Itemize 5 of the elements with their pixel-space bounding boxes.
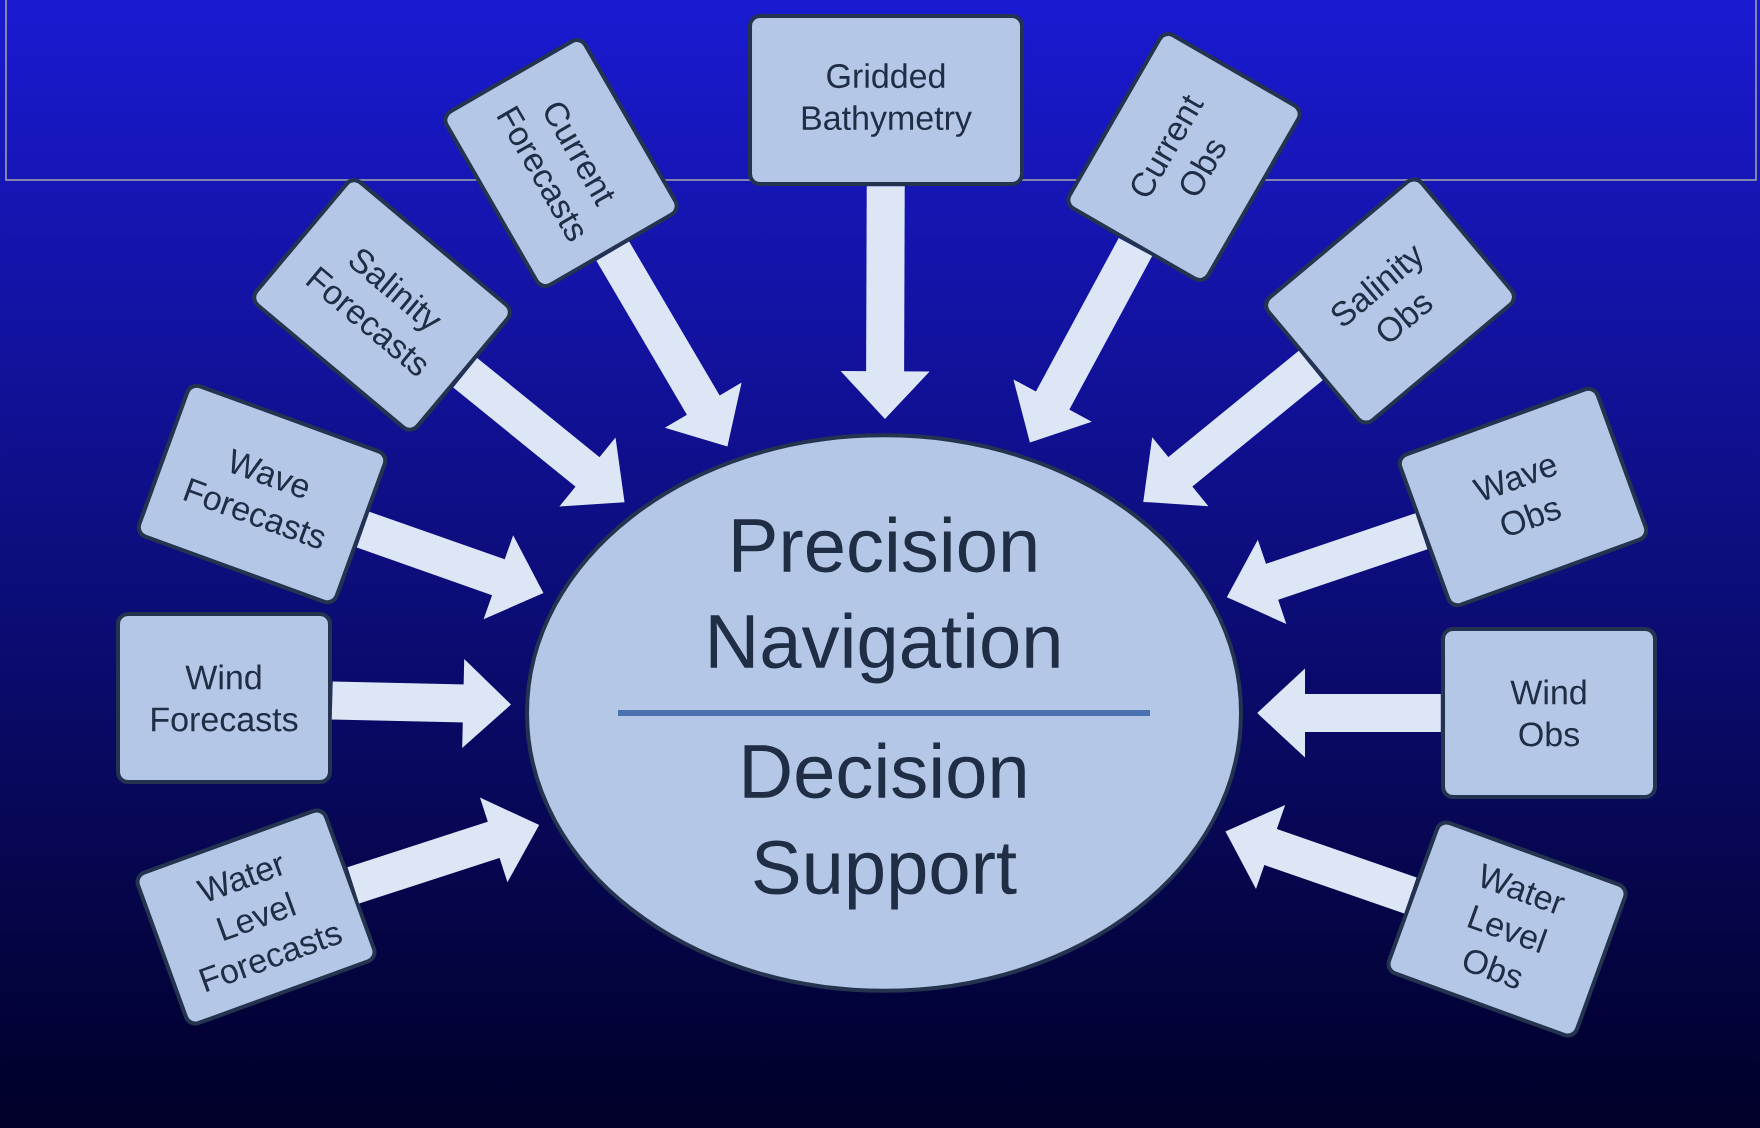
source-box: Gridded Bathymetry bbox=[748, 14, 1024, 186]
source-box: Wind Obs bbox=[1441, 627, 1657, 799]
source-box: Wind Forecasts bbox=[116, 612, 332, 784]
source-box: Water Level Obs bbox=[1386, 820, 1628, 1038]
source-box: Wave Obs bbox=[1397, 386, 1649, 608]
